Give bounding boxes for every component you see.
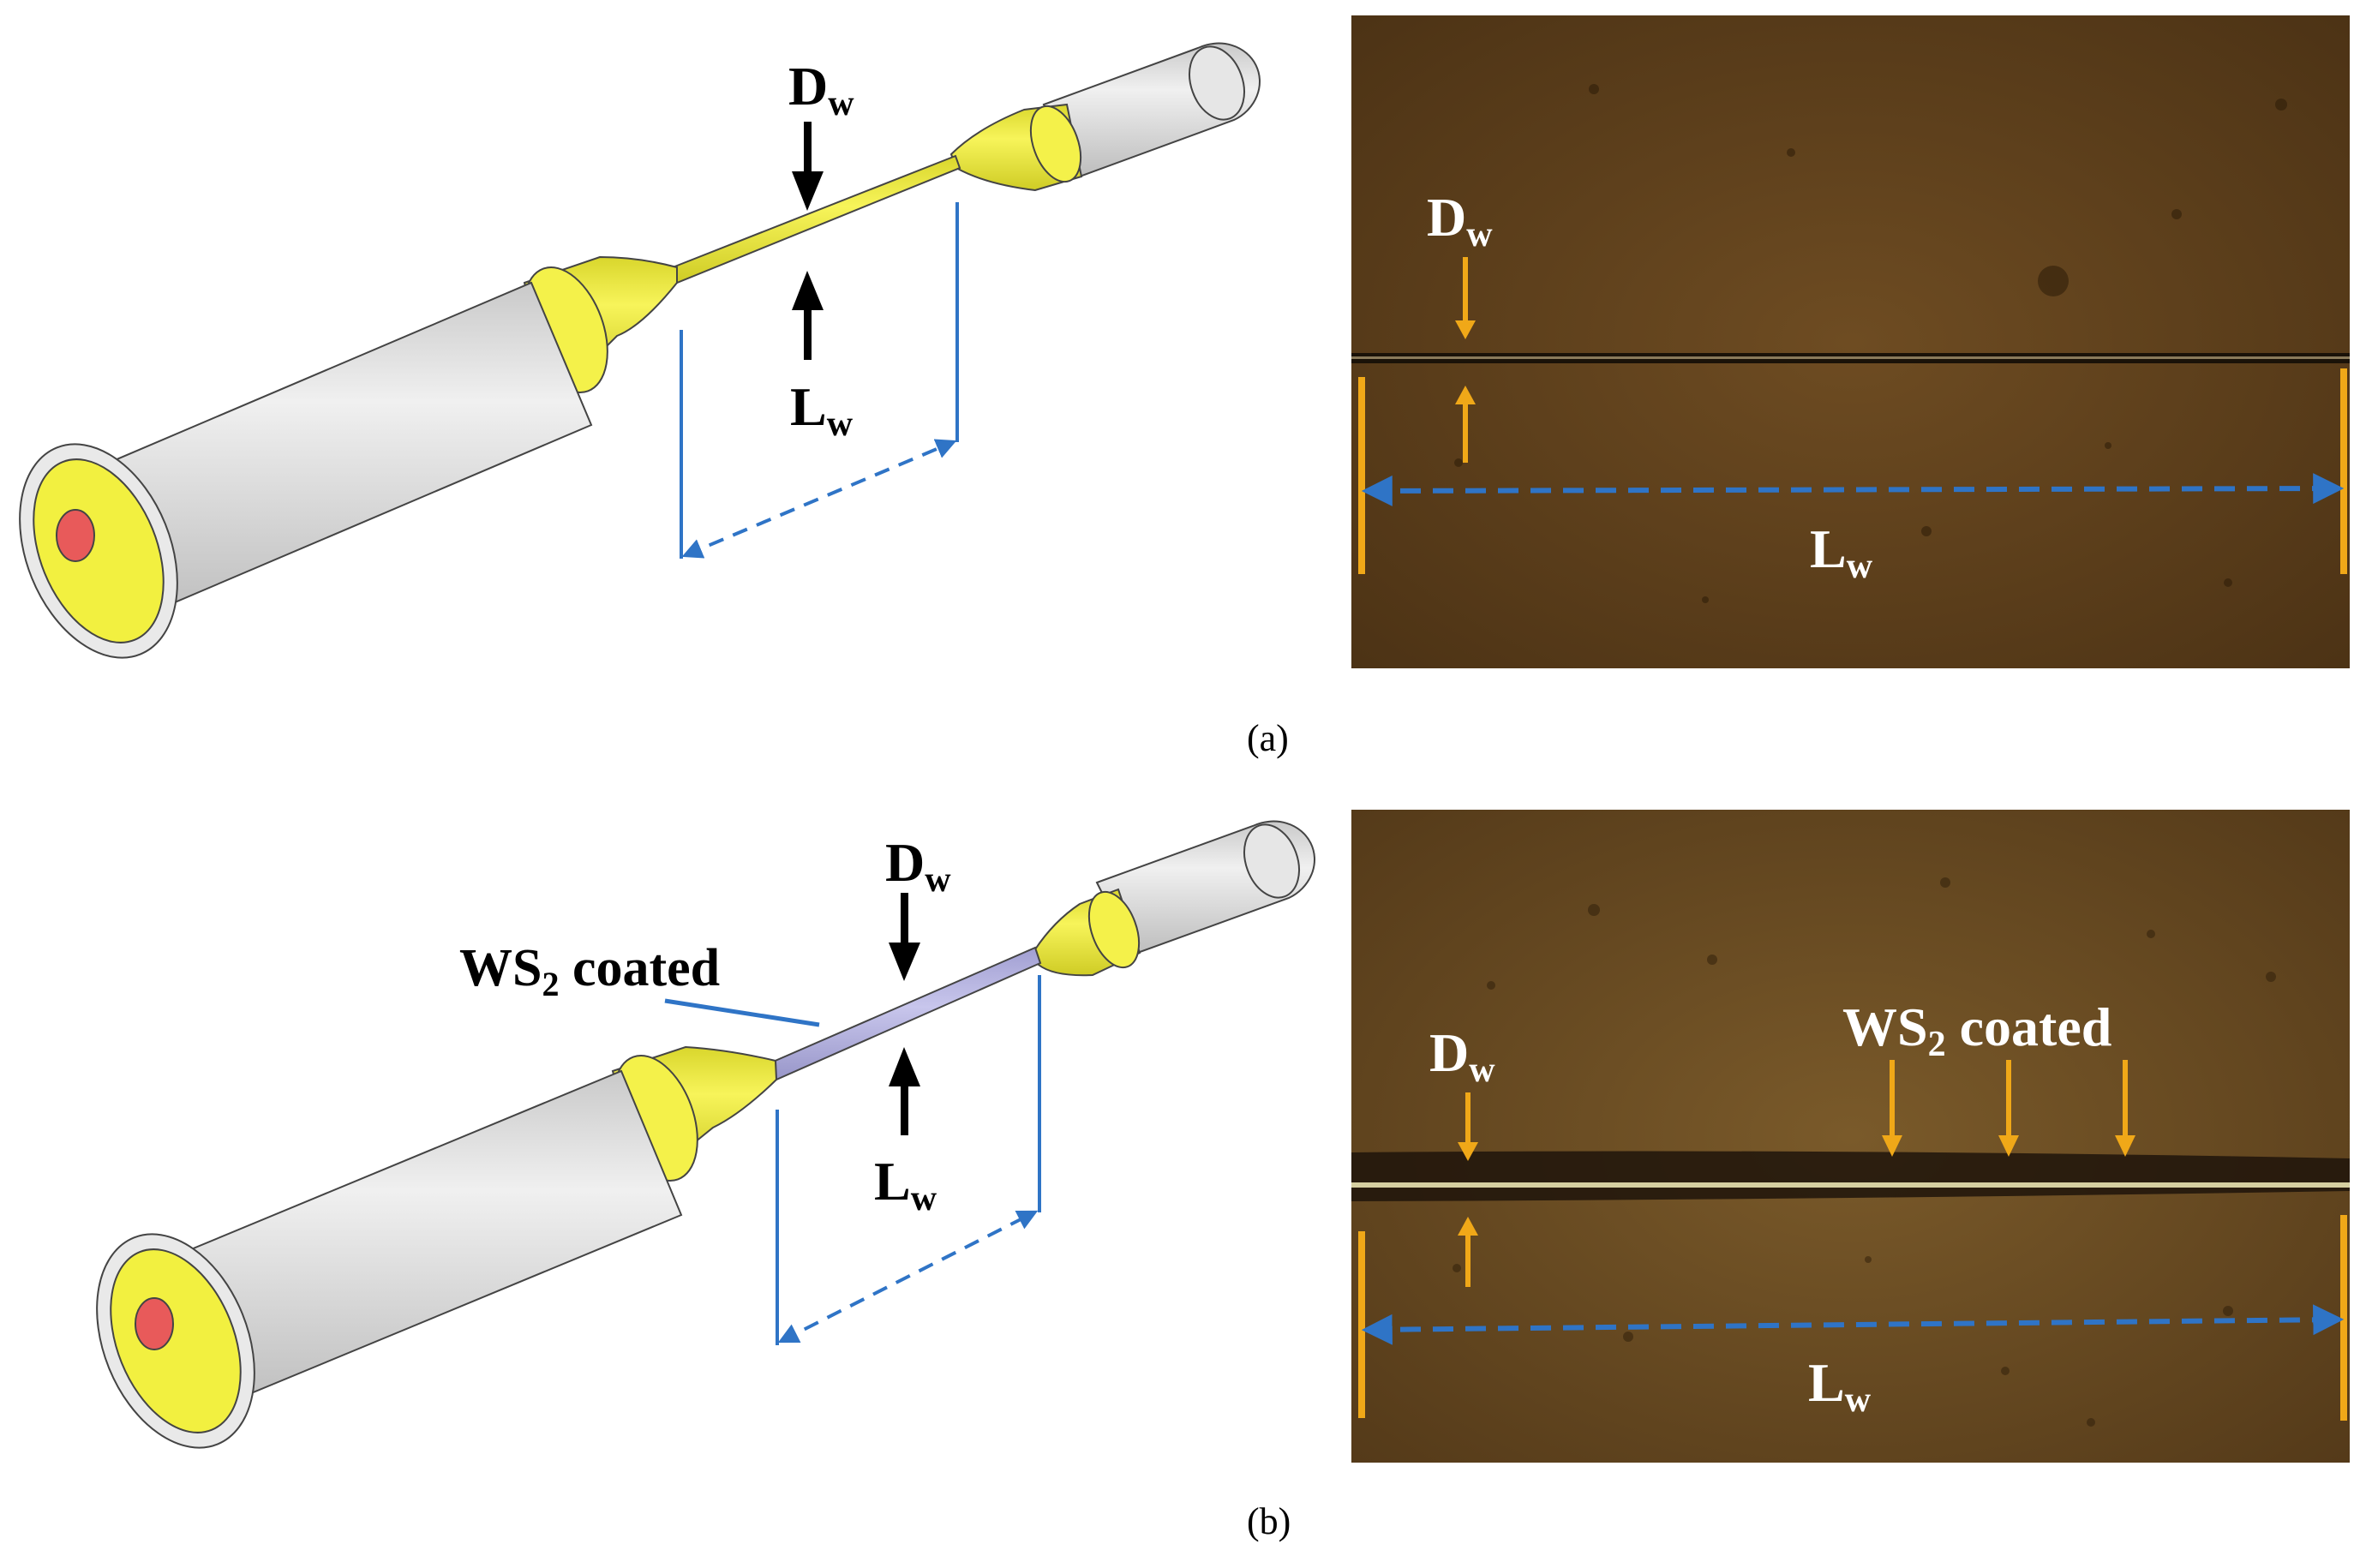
diameter-label-a: Dw: [788, 56, 854, 123]
diameter-arrows-micro-a: [1455, 257, 1476, 463]
diameter-label-b: Dw: [885, 832, 951, 900]
length-bar-right-b: [2340, 1215, 2347, 1421]
length-label-micro-a: Lw: [1810, 518, 1873, 586]
diameter-arrows-b: [889, 893, 920, 1135]
left-jacket-b: [96, 1069, 683, 1449]
fiber-waist-b: [1351, 1182, 2350, 1188]
micrograph-b: Dw WS2 coated Lw: [1351, 810, 2350, 1463]
left-jacket-a: [19, 281, 593, 659]
diameter-arrows-micro-b: [1458, 1092, 1478, 1287]
length-bar-left-a: [1358, 377, 1365, 574]
core-face-b: [135, 1297, 174, 1350]
coating-band-b: [1351, 1151, 2350, 1201]
micrograph-a: Dw Lw: [1351, 15, 2350, 668]
right-jacket-a: [1042, 42, 1261, 178]
micrograph-background-b: [1351, 810, 2350, 1463]
cladding-face-a: [33, 458, 165, 643]
micrograph-background-a: [1351, 15, 2350, 668]
diameter-label-micro-b: Dw: [1429, 1022, 1495, 1090]
diameter-label-micro-a: Dw: [1427, 187, 1493, 254]
caption-a: (a): [1247, 717, 1289, 759]
core-face-a: [56, 509, 95, 562]
specks-a: [1454, 84, 2287, 603]
coating-pointer-b: [664, 998, 820, 1027]
right-jacket-b: [1095, 820, 1316, 956]
diameter-arrows-a: [792, 122, 824, 360]
right-taper-a: [949, 103, 1083, 192]
coating-arrows-micro-b: [1882, 1060, 2135, 1157]
length-guide-a: [680, 202, 959, 559]
length-label-a: Lw: [790, 376, 854, 444]
length-label-micro-b: Lw: [1808, 1352, 1872, 1420]
length-guide-b: [776, 975, 1041, 1345]
schematic-b: Dw Lw WS2 coated: [96, 820, 1316, 1449]
length-label-b: Lw: [874, 1151, 937, 1218]
coating-label-micro-b: WS2 coated: [1842, 996, 2111, 1064]
length-bar-right-a: [2340, 368, 2347, 574]
length-bar-left-b: [1358, 1231, 1365, 1418]
cladding-face-b: [110, 1248, 242, 1433]
caption-b: (b): [1247, 1500, 1291, 1542]
schematic-a: Dw Lw: [19, 42, 1261, 659]
coating-label-b: WS2 coated: [459, 939, 720, 1003]
right-taper-b: [1033, 888, 1141, 977]
